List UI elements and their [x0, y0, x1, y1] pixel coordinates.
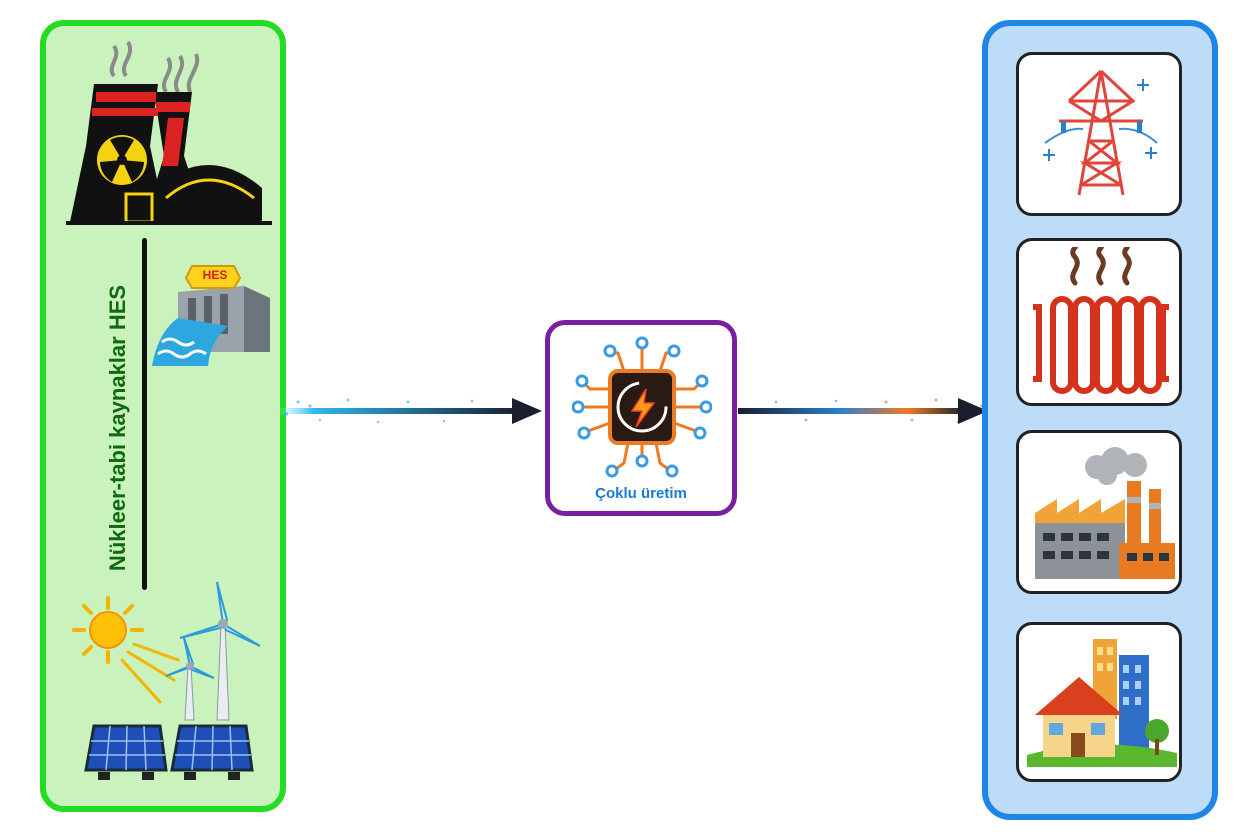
wind-turbine-icon [165, 581, 261, 721]
sources-label: Nükleer-tabi kaynaklar HES [105, 284, 130, 572]
residential-card [1016, 622, 1182, 782]
radiator-heating-icon [1033, 247, 1169, 394]
heating-card [1016, 238, 1182, 406]
factory-card [1016, 430, 1182, 594]
cogeneration-hub: Çoklu üretim [545, 320, 737, 516]
hydro-dam-icon [152, 265, 270, 366]
input-arrow [278, 398, 542, 424]
transmission-tower-icon [1043, 69, 1158, 196]
solar-panel-icon [84, 724, 254, 780]
sources-panel [40, 20, 286, 812]
factory-icon [1035, 447, 1175, 579]
energy-chip-icon [572, 336, 712, 478]
transmission-card [1016, 52, 1182, 216]
nuclear-plant-icon [66, 41, 272, 225]
divider-line [142, 238, 147, 590]
hes-badge: HES [202, 268, 228, 282]
sun-icon [72, 596, 180, 704]
residential-buildings-icon [1027, 639, 1177, 767]
hub-label: Çoklu üretim [595, 485, 687, 502]
output-arrow [738, 398, 990, 424]
